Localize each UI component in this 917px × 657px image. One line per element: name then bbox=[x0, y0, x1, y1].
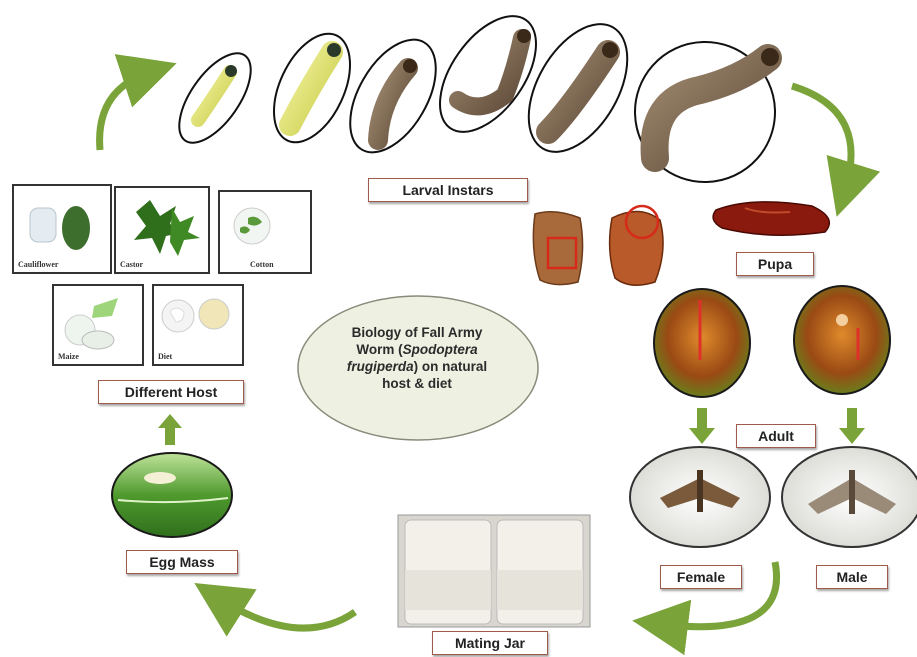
label-mating-jar: Mating Jar bbox=[432, 631, 548, 655]
title-line-2-pre: Worm ( bbox=[356, 342, 402, 357]
larva-instar-3 bbox=[333, 25, 454, 166]
title-line-3-italic: frugiperda bbox=[347, 359, 414, 374]
up-arrow-icon bbox=[158, 414, 182, 445]
host-box-cauliflower: Cauliflower bbox=[12, 184, 112, 274]
diagram-title: Biology of Fall Army Worm (Spodoptera fr… bbox=[302, 324, 532, 392]
host-box-cotton: Cotton bbox=[218, 190, 312, 274]
larva-instar-2 bbox=[258, 22, 365, 154]
larva-instar-1 bbox=[166, 42, 265, 155]
down-arrow-icon bbox=[839, 408, 865, 444]
title-line-1: Biology of Fall Army bbox=[302, 324, 532, 341]
male-pupa-image bbox=[794, 286, 890, 394]
host-box-castor: Castor bbox=[114, 186, 210, 274]
label-different-host: Different Host bbox=[98, 380, 244, 404]
title-line-2: Worm (Spodoptera bbox=[302, 341, 532, 358]
female-moth-image bbox=[630, 447, 770, 547]
male-moth-image bbox=[782, 447, 917, 547]
prepupa-icon bbox=[533, 206, 663, 285]
host-caption-castor: Castor bbox=[120, 260, 143, 269]
female-pupa-image bbox=[654, 289, 750, 397]
host-box-diet: Diet bbox=[152, 284, 244, 366]
curved-arrow-icon bbox=[218, 598, 355, 628]
title-line-2-italic: Spodoptera bbox=[403, 342, 478, 357]
egg-mass-image bbox=[112, 453, 232, 537]
host-box-maize: Maize bbox=[52, 284, 144, 366]
host-caption-maize: Maize bbox=[58, 352, 79, 361]
title-line-3-post: ) on natural bbox=[414, 359, 488, 374]
title-line-4: host & diet bbox=[302, 375, 532, 392]
mating-jar-image bbox=[398, 515, 590, 627]
pupa-icon bbox=[713, 202, 829, 235]
title-line-3: frugiperda) on natural bbox=[302, 358, 532, 375]
label-pupa: Pupa bbox=[736, 252, 814, 276]
curved-arrow-icon bbox=[792, 86, 851, 190]
host-caption-diet: Diet bbox=[158, 352, 172, 361]
label-male: Male bbox=[816, 565, 888, 589]
larva-instar-6 bbox=[615, 22, 794, 201]
label-female: Female bbox=[660, 565, 742, 589]
larval-instars-group bbox=[166, 0, 795, 202]
curved-arrow-icon bbox=[100, 72, 150, 150]
host-caption-cauliflower: Cauliflower bbox=[18, 260, 58, 269]
down-arrow-icon bbox=[689, 408, 715, 444]
label-egg-mass: Egg Mass bbox=[126, 550, 238, 574]
label-adult: Adult bbox=[736, 424, 816, 448]
host-caption-cotton: Cotton bbox=[250, 260, 274, 269]
label-larval-instars: Larval Instars bbox=[368, 178, 528, 202]
